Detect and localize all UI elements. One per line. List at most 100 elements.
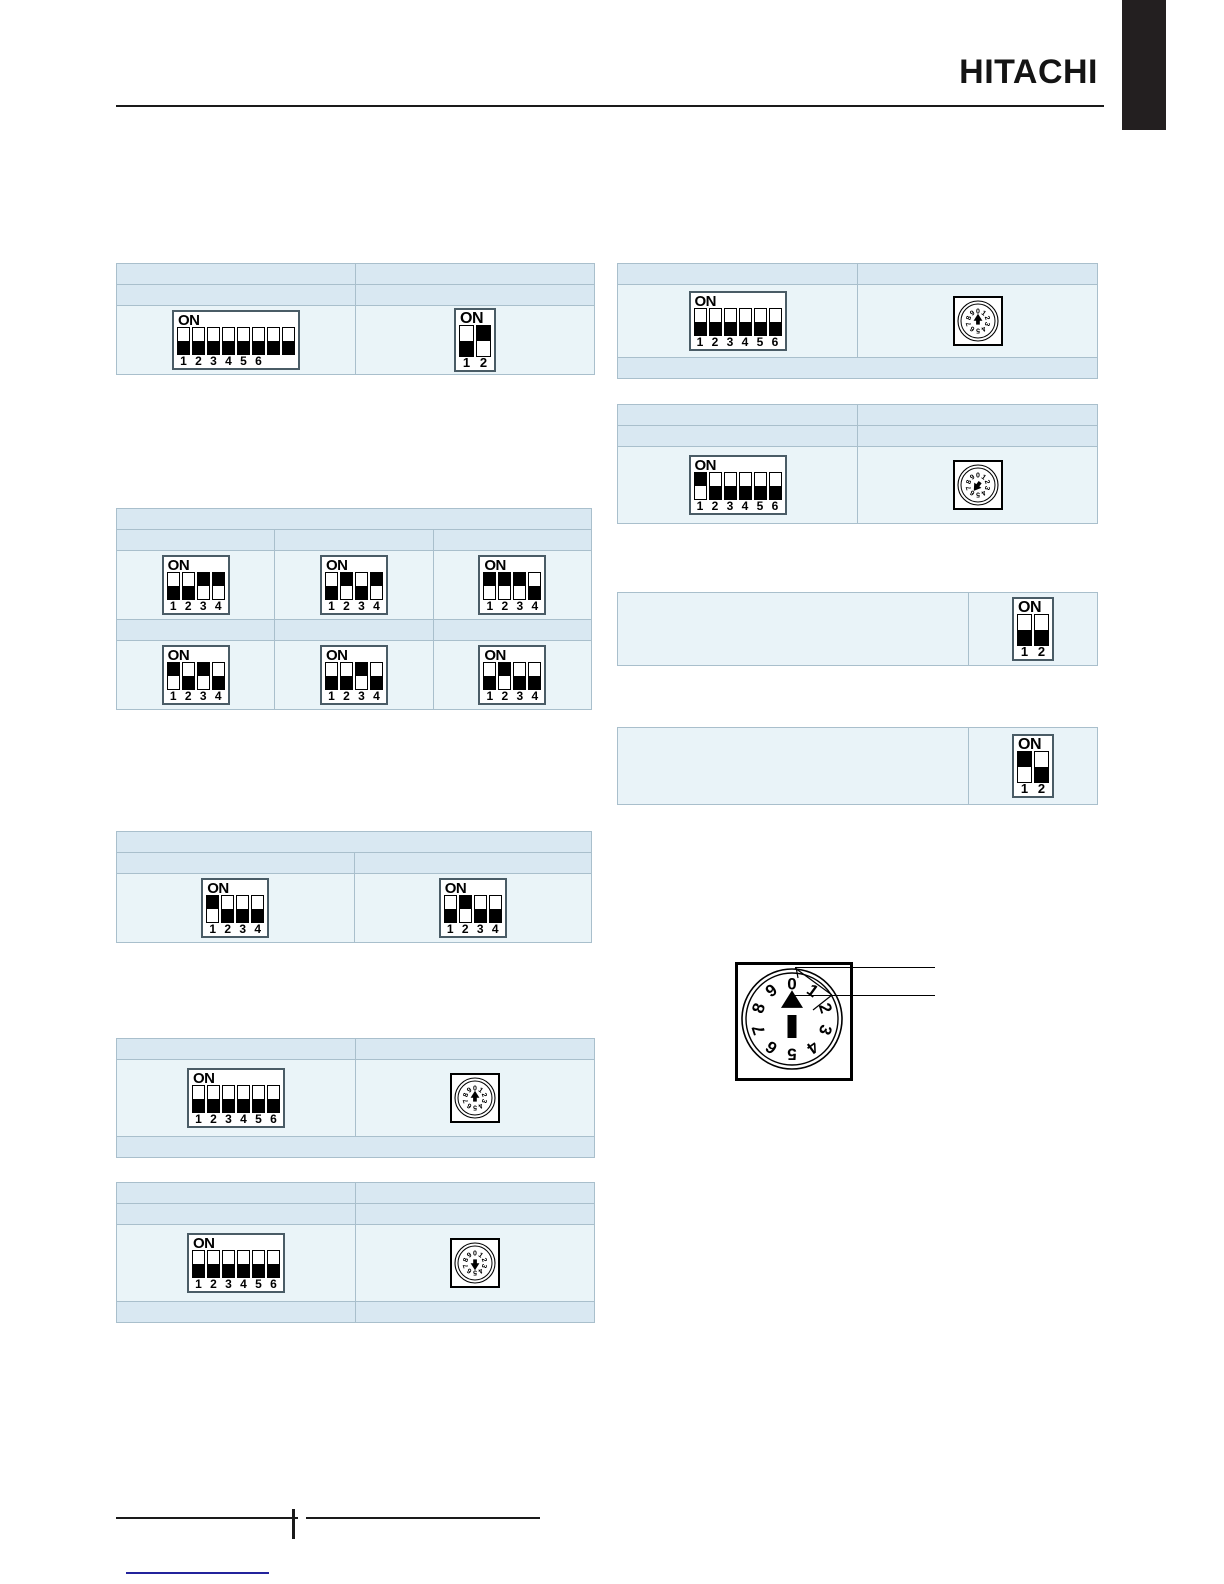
dip-pin-1[interactable] [483,572,497,600]
dip-pin-6[interactable] [768,308,782,336]
dip-pin-1[interactable] [166,662,180,690]
dip-switch-4pin[interactable]: ON 1 2 3 4 [319,555,388,615]
dip-switch-4pin[interactable]: ON 1 2 3 4 [161,555,230,615]
dip-pin-1[interactable] [324,572,338,600]
dip-switch-4pin[interactable]: ON 1 2 3 4 [478,555,547,615]
dip-pin-2[interactable] [339,572,353,600]
dip-pin-3[interactable] [196,572,210,600]
dip-pin-6[interactable] [768,472,782,500]
dip-pin-8[interactable] [282,327,295,355]
dip-switch-cell[interactable]: ON 1 2 3 4 [115,550,276,620]
dip-pin-2[interactable] [1034,751,1049,783]
dip-pin-3[interactable] [723,472,737,500]
dip-switch-cell[interactable]: ON 1 2 3 4 5 6 [116,1224,356,1302]
dip-switch-cell[interactable]: ON 1 2 3 4 5 6 [617,446,858,524]
dip-switch-6pin[interactable]: ON 1 2 3 4 5 6 [688,455,787,515]
dip-switch-cell[interactable]: ON 1 2 [968,727,1098,805]
dip-pin-4[interactable] [369,662,383,690]
dip-pin-2[interactable] [207,1250,220,1278]
dip-switch-4pin[interactable]: ON 1 2 3 4 [319,645,388,705]
dip-pin-2[interactable] [221,895,235,923]
dip-pin-3[interactable] [513,662,527,690]
dip-switch-cell[interactable]: ON 1 2 3 4 [274,640,434,710]
dip-switch-cell[interactable]: ON 1 2 [355,305,595,375]
dip-pin-5[interactable] [237,327,250,355]
dip-switch-cell[interactable]: ON 1 2 3 4 [116,873,355,943]
dip-switch-4pin[interactable]: ON 1 2 3 4 [478,645,547,705]
dip-pin-1[interactable] [1017,751,1032,783]
dip-switch-2pin[interactable]: ON 1 2 [1012,734,1054,798]
dip-pin-3[interactable] [207,327,220,355]
dip-pin-4[interactable] [251,895,265,923]
dip-pin-4[interactable] [738,308,752,336]
dip-switch-cell[interactable]: ON 1 2 3 4 5 6 [116,1059,356,1137]
dip-switch-cell[interactable]: ON 1 2 3 4 [432,550,593,620]
dip-pin-2[interactable] [207,1085,220,1113]
dip-switch-cell[interactable]: ON 1 2 3 4 [274,550,434,620]
dip-pin-4[interactable] [528,662,542,690]
dip-pin-2[interactable] [458,895,472,923]
dip-pin-1[interactable] [693,308,707,336]
dip-pin-1[interactable] [206,895,220,923]
dip-pin-3[interactable] [723,308,737,336]
dip-switch-2pin[interactable]: ON 1 2 [454,308,496,372]
dip-pin-2[interactable] [498,662,512,690]
dip-pin-6[interactable] [252,327,265,355]
dip-pin-4[interactable] [488,895,502,923]
dip-switch-8pin[interactable]: ON 1 2 3 4 5 6 [172,310,300,370]
dip-pin-3[interactable] [354,662,368,690]
dip-switch-2pin[interactable]: ON 1 2 [1012,597,1054,661]
dip-pin-1[interactable] [177,327,190,355]
dip-pin-3[interactable] [196,662,210,690]
dip-pin-3[interactable] [222,1085,235,1113]
dip-pin-2[interactable] [708,308,722,336]
dip-pin-5[interactable] [252,1085,265,1113]
dip-pin-2[interactable] [181,662,195,690]
dip-pin-2[interactable] [476,325,491,357]
dip-switch-6pin[interactable]: ON 1 2 3 4 5 6 [187,1068,285,1128]
dip-pin-6[interactable] [267,1250,280,1278]
dip-pin-5[interactable] [252,1250,265,1278]
dip-pin-3[interactable] [473,895,487,923]
dip-pin-1[interactable] [693,472,707,500]
dip-switch-6pin[interactable]: ON 1 2 3 4 5 6 [187,1233,285,1293]
dip-pin-2[interactable] [339,662,353,690]
dip-switch-cell[interactable]: ON 1 2 3 4 [353,873,592,943]
dip-switch-cell[interactable]: ON 1 2 [968,592,1098,666]
dip-pin-4[interactable] [211,662,225,690]
dip-pin-2[interactable] [708,472,722,500]
dip-pin-3[interactable] [222,1250,235,1278]
dip-pin-1[interactable] [459,325,474,357]
dip-pin-1[interactable] [483,662,497,690]
dip-switch-6pin[interactable]: ON 1 2 3 4 5 6 [688,291,787,351]
dip-switch-cell[interactable]: ON 1 2 3 4 5 6 [617,284,858,358]
dip-pin-4[interactable] [237,1250,250,1278]
dip-switch-4pin[interactable]: ON 1 2 3 4 [161,645,230,705]
dip-pin-1[interactable] [166,572,180,600]
dip-switch-cell[interactable]: ON 1 2 3 4 [432,640,593,710]
dip-pin-4[interactable] [237,1085,250,1113]
dip-pin-3[interactable] [354,572,368,600]
dip-pin-5[interactable] [753,308,767,336]
dip-switch-cell[interactable]: ON 1 2 3 4 [115,640,276,710]
dip-pin-3[interactable] [236,895,250,923]
dip-pin-4[interactable] [211,572,225,600]
dip-switch-cell[interactable]: ON 1 2 3 4 5 6 [116,305,356,375]
dip-pin-1[interactable] [324,662,338,690]
dip-pin-3[interactable] [513,572,527,600]
dip-pin-2[interactable] [498,572,512,600]
dip-pin-1[interactable] [192,1085,205,1113]
dip-pin-4[interactable] [369,572,383,600]
dip-switch-4pin[interactable]: ON 1 2 3 4 [438,878,507,938]
footer-link-underline[interactable] [126,1572,269,1574]
dip-pin-2[interactable] [192,327,205,355]
dip-pin-4[interactable] [738,472,752,500]
